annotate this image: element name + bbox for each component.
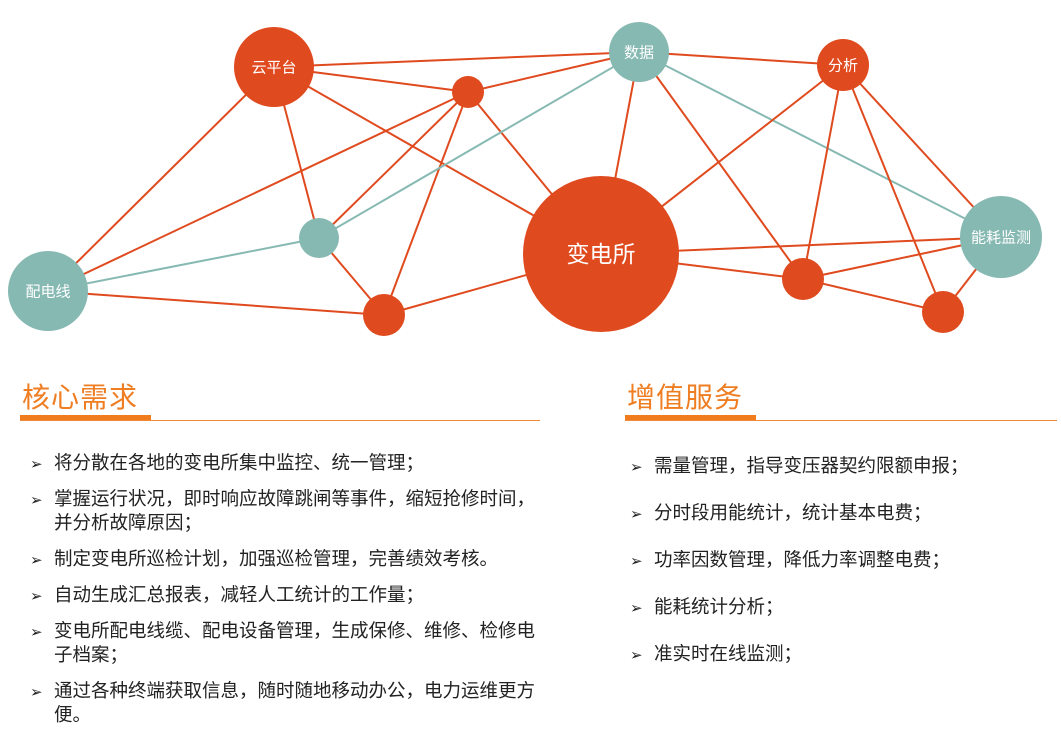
node-cloud <box>234 27 314 107</box>
arrow-bullet-icon: ➢ <box>30 551 43 569</box>
edge-cloud-line <box>47 66 275 292</box>
edge-data-b <box>318 51 640 239</box>
node-label-energy: 能耗监测 <box>971 228 1031 246</box>
list-item: ➢通过各种终端获取信息，随时随地移动办公，电力运维更方便。 <box>30 681 536 726</box>
list-item: ➢自动生成汇总报表，减轻人工统计的工作量； <box>30 585 425 606</box>
edge-cloud-data <box>273 51 640 68</box>
core-needs-heading: 核心需求 <box>22 381 139 414</box>
core-needs-underline <box>20 415 151 421</box>
arrow-bullet-icon: ➢ <box>30 587 43 605</box>
node-line <box>8 251 88 331</box>
list-item: ➢制定变电所巡检计划，加强巡检管理，完善绩效考核。 <box>30 549 499 570</box>
list-item: ➢能耗统计分析； <box>630 597 784 618</box>
edge-data-analysis <box>638 51 844 66</box>
node-label-data: 数据 <box>624 43 654 61</box>
edge-a-b <box>318 91 469 239</box>
list-item: ➢需量管理，指导变压器契约限额申报； <box>630 456 969 477</box>
arrow-bullet-icon: ➢ <box>630 552 643 570</box>
edge-data-energy <box>638 51 1002 238</box>
value-services-heading: 增值服务 <box>627 381 744 414</box>
arrow-bullet-icon: ➢ <box>630 505 643 523</box>
arrow-bullet-icon: ➢ <box>30 491 43 509</box>
edge-d-e <box>802 278 944 313</box>
list-item: ➢变电所配电线缆、配电设备管理，生成保修、维修、检修电子档案； <box>30 621 536 666</box>
edge-analysis-d <box>802 64 844 280</box>
node-d <box>782 258 824 300</box>
node-data <box>609 22 669 82</box>
edge-line-c <box>47 290 385 316</box>
node-label-substation: 变电所 <box>567 242 636 268</box>
arrow-bullet-icon: ➢ <box>30 623 43 641</box>
arrow-bullet-icon: ➢ <box>630 458 643 476</box>
value-services-underline <box>625 415 756 421</box>
arrow-bullet-icon: ➢ <box>30 683 43 701</box>
edge-line-b <box>47 237 320 292</box>
arrow-bullet-icon: ➢ <box>30 455 43 473</box>
list-item: ➢掌握运行状况，即时响应故障跳闸等事件，缩短抢修时间，并分析故障原因； <box>30 489 536 534</box>
list-item: ➢准实时在线监测； <box>630 644 803 665</box>
list-item: ➢将分散在各地的变电所集中监控、统一管理； <box>30 453 425 474</box>
node-label-line: 配电线 <box>25 282 70 300</box>
node-analysis <box>817 39 869 91</box>
node-label-cloud: 云平台 <box>251 58 296 76</box>
arrow-bullet-icon: ➢ <box>630 599 643 617</box>
value-services-divider <box>625 420 1057 421</box>
node-b <box>299 218 339 258</box>
edge-a-line <box>47 91 469 292</box>
core-needs-divider <box>20 420 540 421</box>
list-item: ➢功率因数管理，降低力率调整电费； <box>630 550 951 571</box>
edge-analysis-e <box>842 64 944 313</box>
node-c <box>363 294 405 336</box>
node-a <box>452 76 484 108</box>
edge-data-d <box>638 51 804 280</box>
node-substation <box>523 176 679 332</box>
value-services-list: ➢需量管理，指导变压器契约限额申报； ➢分时段用能统计，统计基本电费； ➢功率因… <box>630 455 1050 690</box>
edge-a-c <box>383 91 469 316</box>
arrow-bullet-icon: ➢ <box>630 646 643 664</box>
core-needs-list: ➢将分散在各地的变电所集中监控、统一管理； ➢掌握运行状况，即时响应故障跳闸等事… <box>30 452 535 740</box>
node-e <box>922 291 964 333</box>
list-item: ➢分时段用能统计，统计基本电费； <box>630 503 932 524</box>
node-energy <box>960 196 1042 278</box>
node-label-analysis: 分析 <box>828 56 858 74</box>
